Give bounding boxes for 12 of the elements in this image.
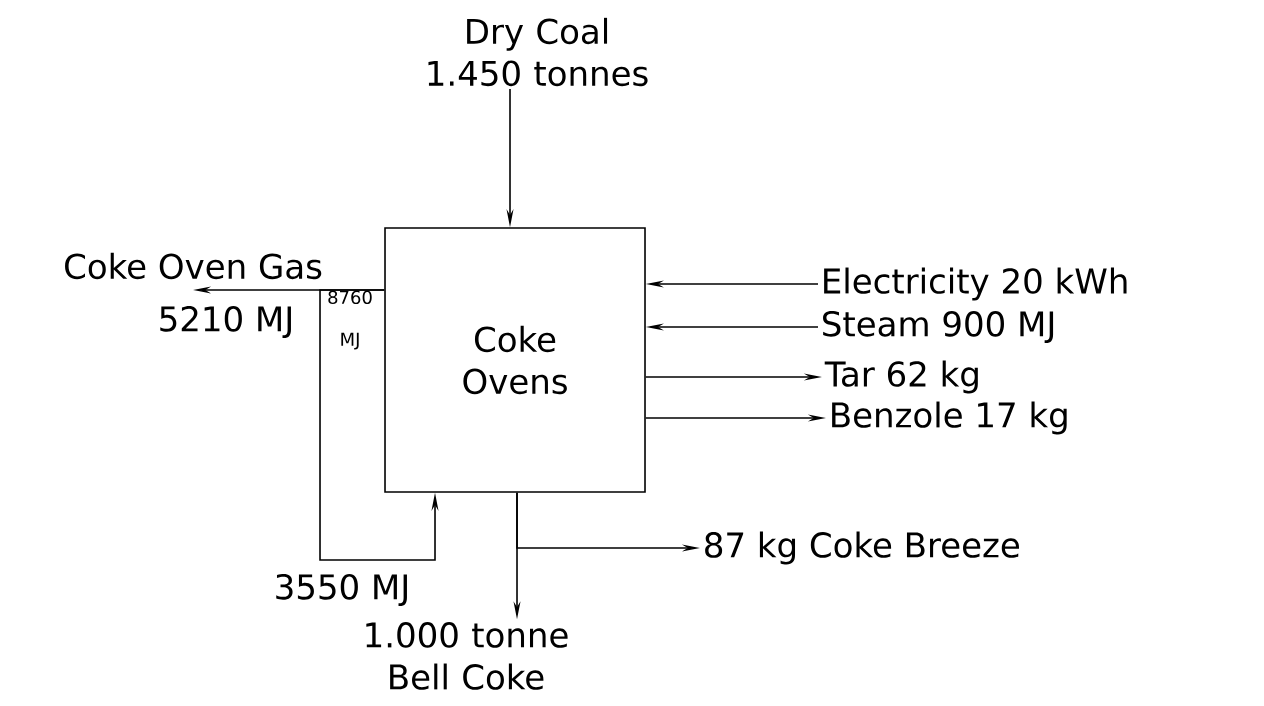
stream-label: 87 kg Coke Breeze <box>705 531 1019 565</box>
edge-label: 3550 MJ <box>276 573 407 606</box>
stream-label: 1.000 tonne Bell Coke <box>366 622 568 690</box>
edge-label: 8760 MJ <box>328 290 372 350</box>
stream-label: Benzole 17 kg <box>832 401 1067 435</box>
stream-label: Tar 62 kg <box>824 360 978 394</box>
flow-value: 5210 MJ <box>160 305 291 338</box>
stream-label: Steam 900 MJ <box>823 310 1054 343</box>
stream-label: Coke Oven Gas <box>65 252 322 280</box>
process-box: Coke Ovens <box>384 227 646 493</box>
stream-label: Electricity 20 kWh <box>824 267 1127 301</box>
stream-label: Dry Coal 1.450 tonnes <box>428 17 648 87</box>
